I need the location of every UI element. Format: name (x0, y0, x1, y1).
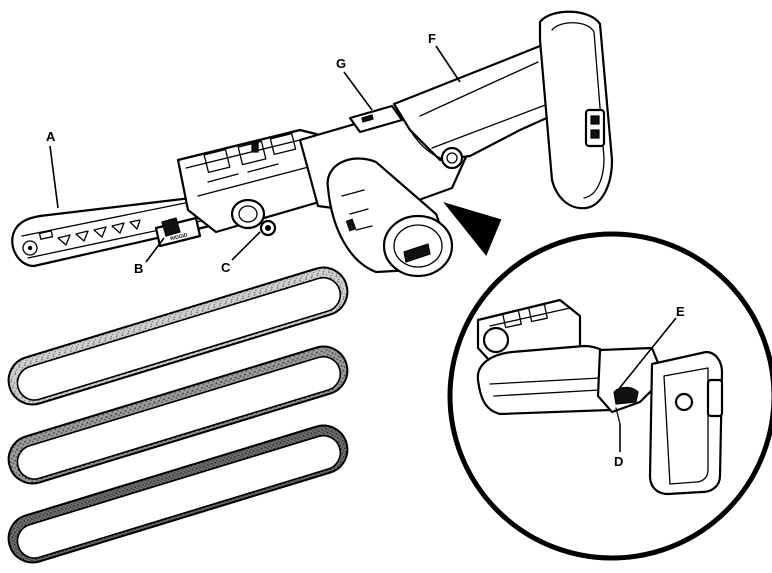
label-a: A (46, 129, 56, 144)
label-d: D (614, 454, 623, 469)
battery-pack (540, 12, 612, 208)
label-c: C (221, 260, 231, 275)
label-e: E (676, 304, 685, 319)
callout-G: G (336, 56, 372, 110)
callout-B: B (134, 238, 164, 276)
callout-F: F (428, 31, 460, 82)
callout-A: A (46, 129, 58, 208)
label-f: F (428, 31, 436, 46)
svg-text:+: + (368, 117, 372, 124)
label-g: G (336, 56, 346, 71)
label-b: B (134, 261, 143, 276)
inset-callout-pointer (446, 204, 500, 254)
callout-C: C (221, 232, 260, 275)
belt-sander-tool: RIDGID (12, 12, 612, 276)
detail-inset (446, 204, 772, 558)
tracking-knob[interactable]: RIDGID (156, 218, 200, 246)
